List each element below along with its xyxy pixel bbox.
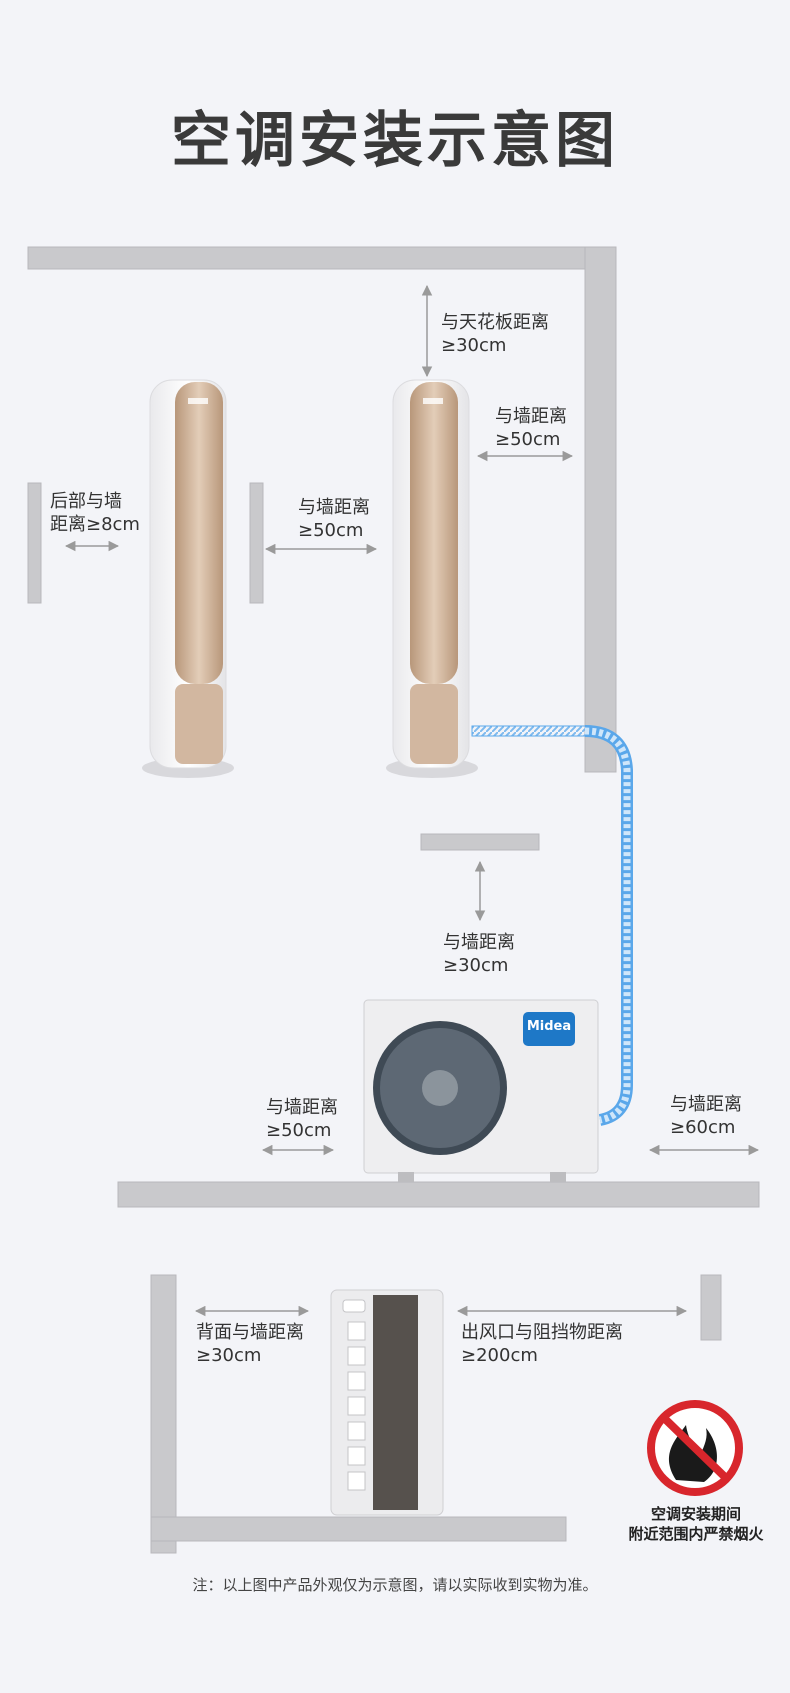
right-wall-label-line1: 与墙距离 bbox=[495, 406, 567, 427]
outdoor-top-label-line2: ≥30cm bbox=[443, 955, 509, 976]
indoor-unit-right bbox=[386, 379, 478, 778]
outdoor-right-label: 与墙距离 ≥60cm bbox=[670, 1093, 742, 1139]
page-title: 空调安装示意图 bbox=[171, 106, 619, 176]
side-wall-label: 与墙距离 ≥50cm bbox=[298, 496, 370, 542]
side-wall bbox=[249, 482, 264, 604]
back-wall-label-line2: ≥30cm bbox=[196, 1345, 262, 1366]
rear-wall-label-line1: 后部与墙 bbox=[50, 491, 122, 512]
warning-line1: 空调安装期间 bbox=[650, 1505, 741, 1523]
bottom-floor bbox=[150, 1516, 567, 1542]
outdoor-left-label-line1: 与墙距离 bbox=[266, 1097, 338, 1118]
rear-wall-label-line2: 距离≥8cm bbox=[50, 514, 140, 535]
indoor-unit-left bbox=[142, 379, 234, 778]
refrigerant-pipe bbox=[471, 725, 633, 1126]
bottom-wall-left bbox=[150, 1274, 177, 1554]
outdoor-unit-side bbox=[330, 1289, 444, 1516]
outlet-label-line2: ≥200cm bbox=[461, 1345, 538, 1366]
right-wall-label: 与墙距离 ≥50cm bbox=[495, 405, 567, 451]
ground bbox=[117, 1181, 760, 1208]
no-fire-icon bbox=[647, 1400, 743, 1496]
rear-wall bbox=[27, 482, 42, 604]
rear-wall-label: 后部与墙 距离≥8cm bbox=[50, 490, 140, 536]
outdoor-unit bbox=[363, 999, 599, 1182]
obstacle bbox=[700, 1274, 722, 1341]
back-wall-label: 背面与墙距离 ≥30cm bbox=[196, 1321, 304, 1367]
outdoor-top-wall bbox=[420, 833, 540, 851]
outlet-label-line1: 出风口与阻挡物距离 bbox=[461, 1322, 623, 1343]
ceiling-label: 与天花板距离 ≥30cm bbox=[441, 311, 549, 357]
right-wall-label-line2: ≥50cm bbox=[495, 429, 561, 450]
side-wall-label-line2: ≥50cm bbox=[298, 520, 364, 541]
outdoor-right-label-line1: 与墙距离 bbox=[670, 1094, 742, 1115]
warning-text: 空调安装期间 附近范围内严禁烟火 bbox=[615, 1504, 777, 1544]
side-wall-label-line1: 与墙距离 bbox=[298, 497, 370, 518]
ceiling-label-line2: ≥30cm bbox=[441, 335, 507, 356]
room-walls bbox=[27, 246, 760, 1554]
outdoor-left-label: 与墙距离 ≥50cm bbox=[266, 1096, 338, 1142]
warning-line2: 附近范围内严禁烟火 bbox=[628, 1525, 764, 1543]
back-wall-label-line1: 背面与墙距离 bbox=[196, 1322, 304, 1343]
midea-logo bbox=[523, 1012, 575, 1046]
outdoor-top-label-line1: 与墙距离 bbox=[443, 932, 515, 953]
outdoor-top-label: 与墙距离 ≥30cm bbox=[443, 931, 515, 977]
ceiling-label-line1: 与天花板距离 bbox=[441, 312, 549, 333]
outdoor-left-label-line2: ≥50cm bbox=[266, 1120, 332, 1141]
footnote: 注：以上图中产品外观仅为示意图，请以实际收到实物为准。 bbox=[192, 1576, 598, 1594]
brand-label: Midea bbox=[526, 1019, 572, 1034]
outlet-label: 出风口与阻挡物距离 ≥200cm bbox=[461, 1321, 623, 1367]
outdoor-right-label-line2: ≥60cm bbox=[670, 1117, 736, 1138]
